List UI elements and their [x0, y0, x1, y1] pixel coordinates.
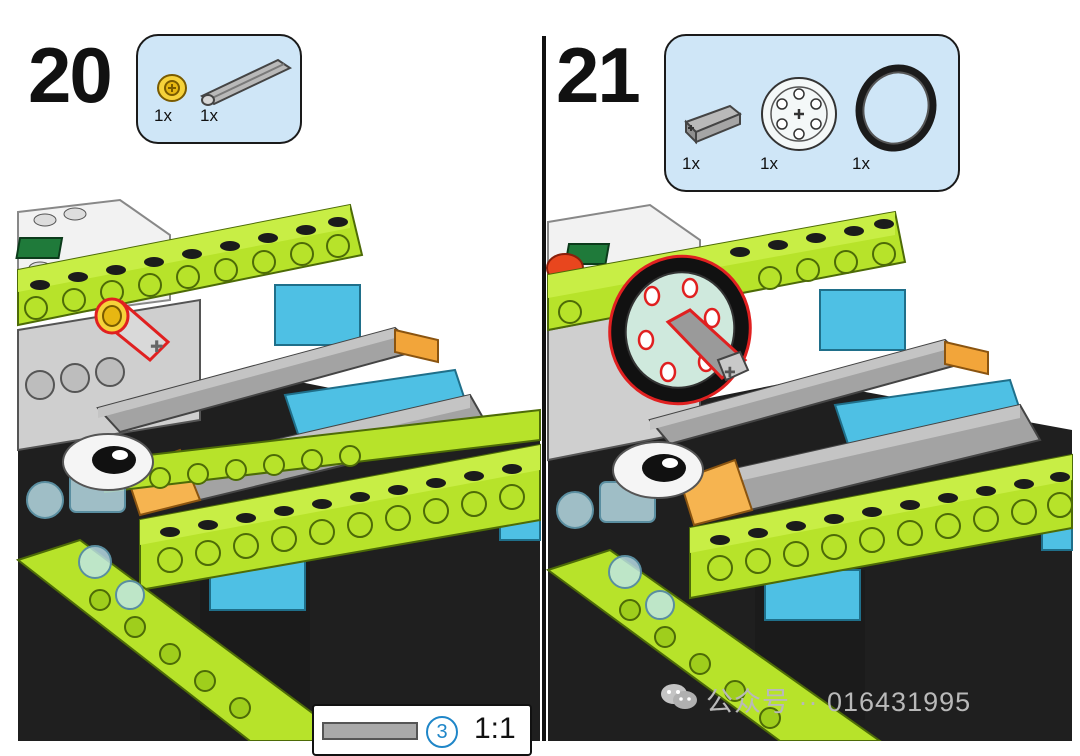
quantity-label: 1x	[682, 154, 700, 173]
scale-ratio: 1:1	[474, 712, 516, 745]
svg-text:✚: ✚	[150, 337, 163, 356]
wheel-hub-icon	[761, 77, 837, 151]
axle-scale-bar	[322, 722, 418, 740]
svg-text:✚: ✚	[724, 365, 736, 381]
wechat-icon	[661, 684, 697, 709]
step-20-model	[15, 198, 541, 741]
scale-count: 3	[426, 716, 458, 748]
parts-list-step-21: 1x 1x 1x	[664, 34, 960, 192]
tire-icon	[855, 64, 937, 152]
quantity-label: 1x	[760, 154, 778, 173]
step-number: 21	[556, 31, 641, 119]
gray-axle-icon	[199, 58, 293, 106]
quantity-label: 1x	[154, 106, 172, 125]
watermark-text: 公众号 ·· 016431995	[706, 687, 972, 717]
step-number: 20	[28, 31, 113, 119]
step-21-new-wheel: ✚	[608, 254, 752, 406]
short-axle-icon	[684, 104, 742, 145]
parts-list-step-20: 1x 1x	[136, 34, 302, 144]
step-divider	[542, 36, 546, 741]
quantity-label: 1x	[200, 106, 218, 125]
yellow-bush-icon	[157, 74, 187, 102]
step-21-model	[545, 203, 1073, 741]
step-20-new-part: ✚	[94, 297, 171, 363]
quantity-label: 1x	[852, 154, 870, 173]
scale-callout: 3 1:1	[312, 704, 532, 756]
